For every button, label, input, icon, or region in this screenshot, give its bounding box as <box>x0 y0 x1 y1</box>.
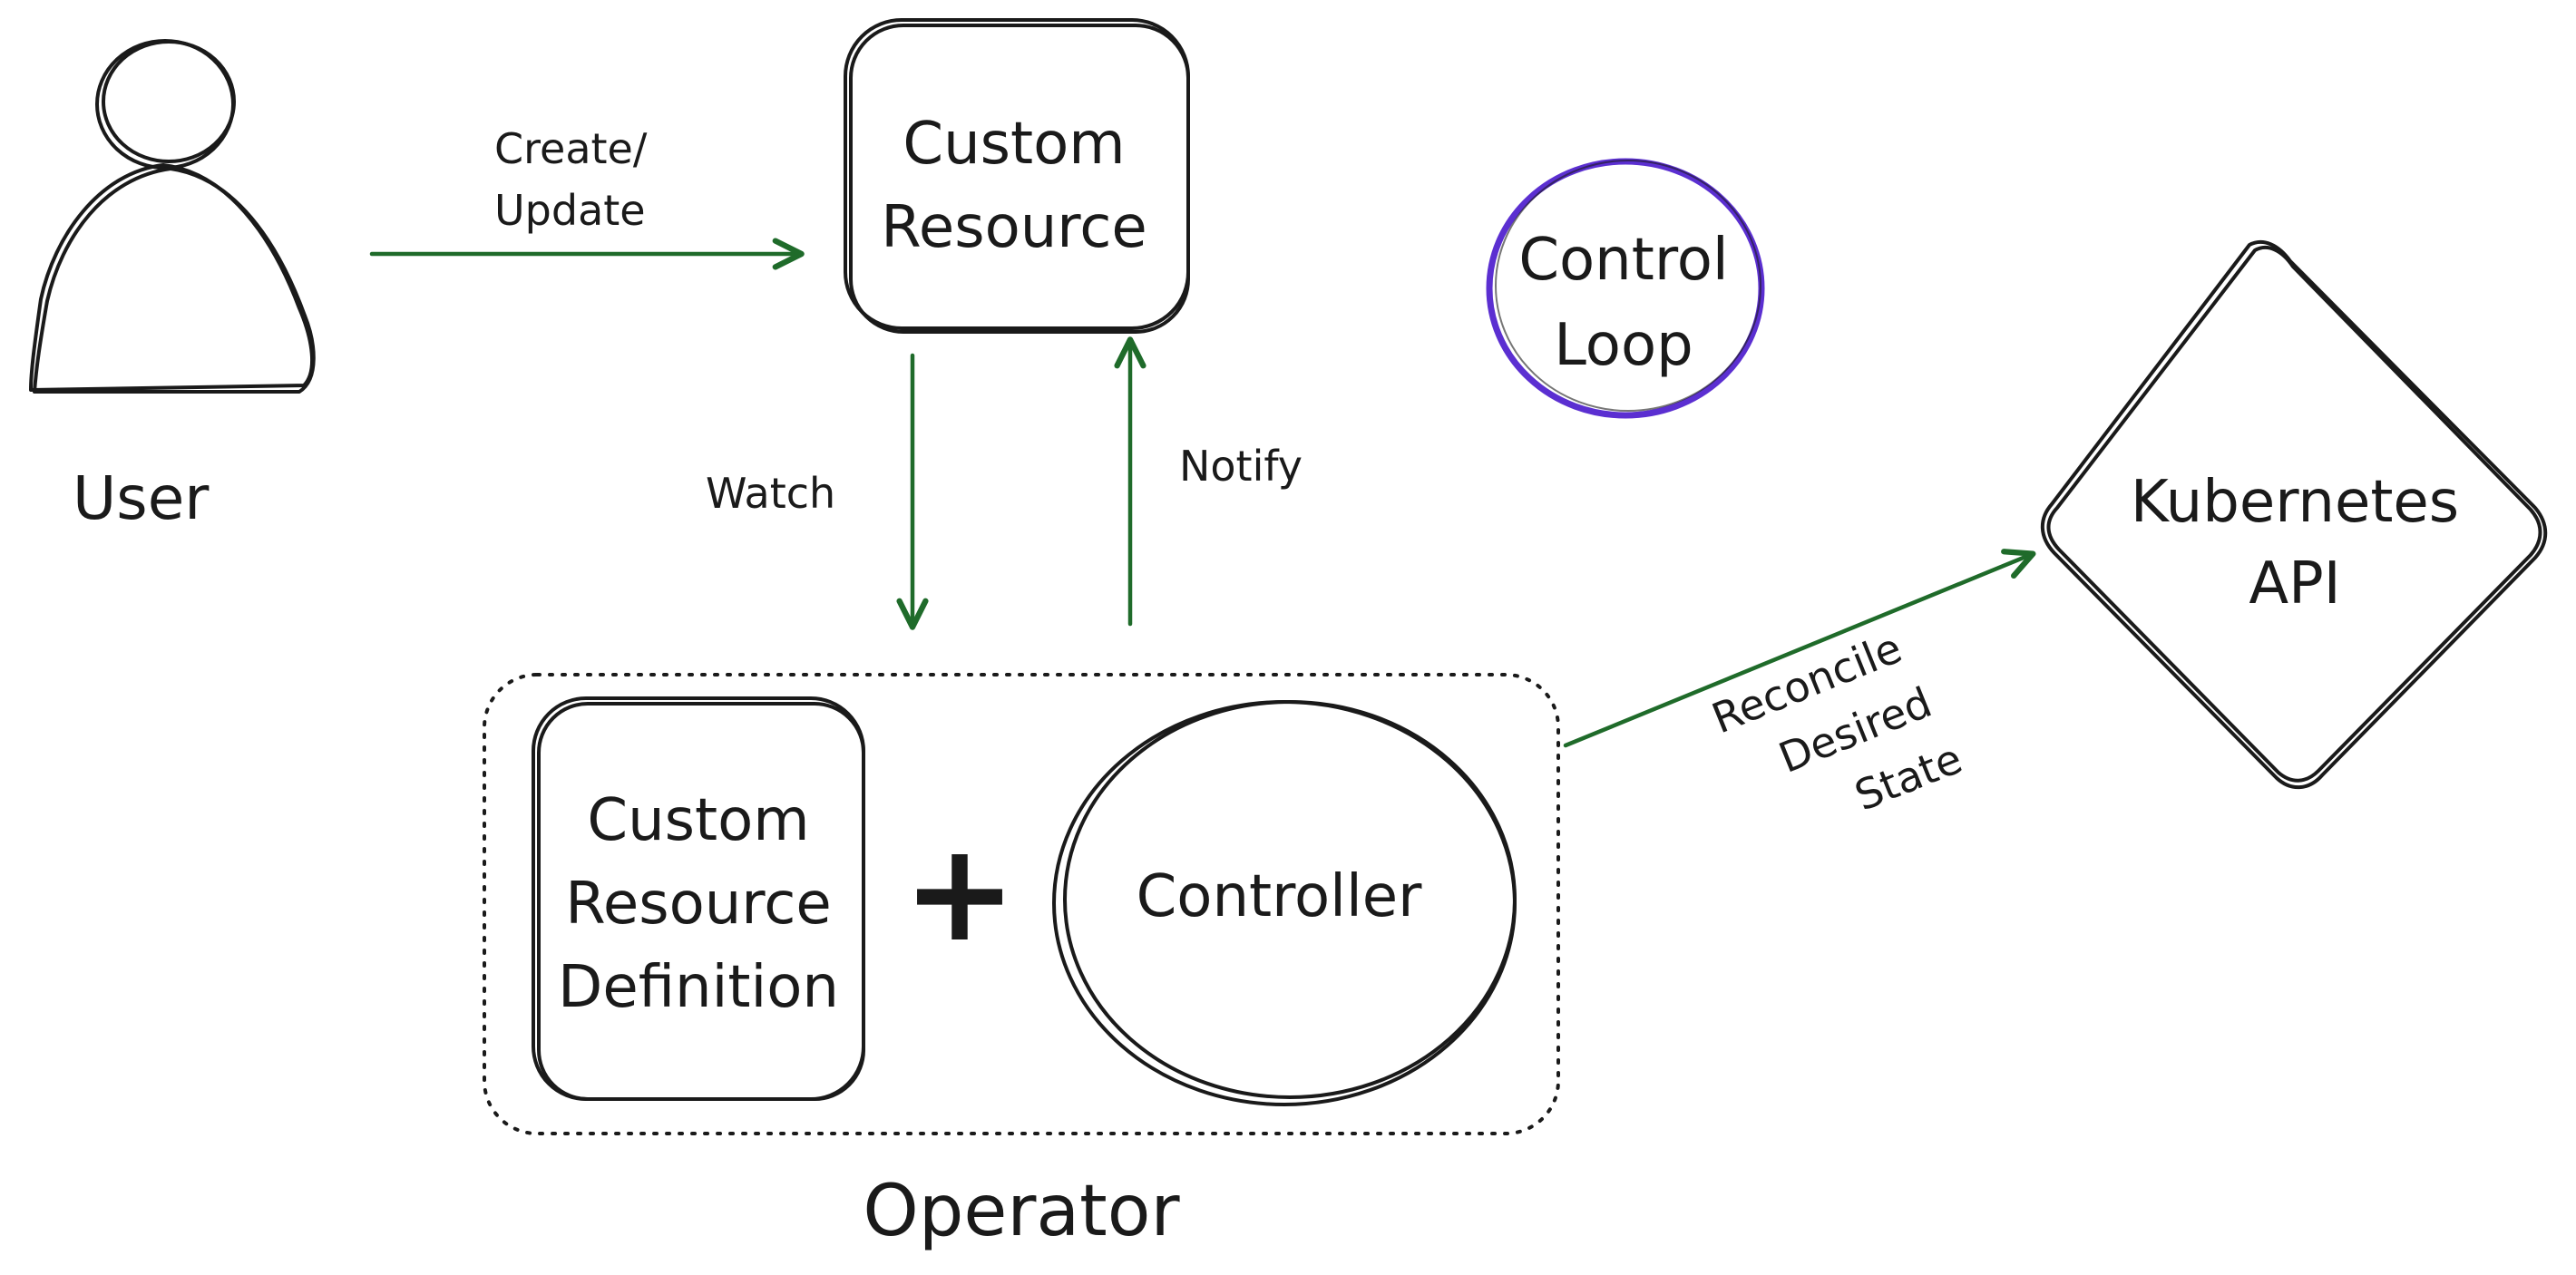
edge-watch: Watch <box>706 353 929 630</box>
crd-label-line1: Custom <box>587 787 809 854</box>
control-loop-node: Control Loop <box>1486 158 1765 419</box>
edge-watch-label: Watch <box>706 469 835 518</box>
kubernetes-api-node: Kubernetes API <box>2040 239 2548 790</box>
edge-notify-label: Notify <box>1179 442 1303 491</box>
crd-label-line3: Definition <box>558 954 839 1021</box>
controller-label: Controller <box>1137 863 1423 930</box>
user-node: User <box>29 39 316 533</box>
edge-reconcile: Reconcile Desired State <box>1563 549 2036 821</box>
operator-group: Custom Resource Definition + Controller <box>483 673 1560 1135</box>
controller-node: Controller <box>1052 700 1517 1106</box>
custom-resource-label-line2: Resource <box>881 194 1147 261</box>
crd-node: Custom Resource Definition <box>532 696 865 1101</box>
edge-create-update-label-line2: Update <box>494 186 646 235</box>
kubernetes-api-label-line1: Kubernetes <box>2131 469 2459 536</box>
operator-boundary <box>483 673 1560 1135</box>
edge-create-update: Create/ Update <box>369 124 805 270</box>
crd-label-line2: Resource <box>565 871 832 938</box>
user-label: User <box>73 463 210 533</box>
control-loop-label-line1: Control <box>1518 227 1728 294</box>
control-loop-label-line2: Loop <box>1554 312 1693 379</box>
operator-label: Operator <box>863 1171 1180 1252</box>
edge-create-update-label-line1: Create/ <box>494 124 648 173</box>
user-icon <box>29 39 316 394</box>
custom-resource-label-line1: Custom <box>903 111 1125 178</box>
custom-resource-node: Custom Resource <box>844 18 1190 334</box>
plus-icon: + <box>903 814 1017 972</box>
plus-symbol: + <box>903 814 1017 972</box>
kubernetes-api-label-line2: API <box>2249 550 2340 618</box>
edge-notify: Notify <box>1114 336 1303 627</box>
